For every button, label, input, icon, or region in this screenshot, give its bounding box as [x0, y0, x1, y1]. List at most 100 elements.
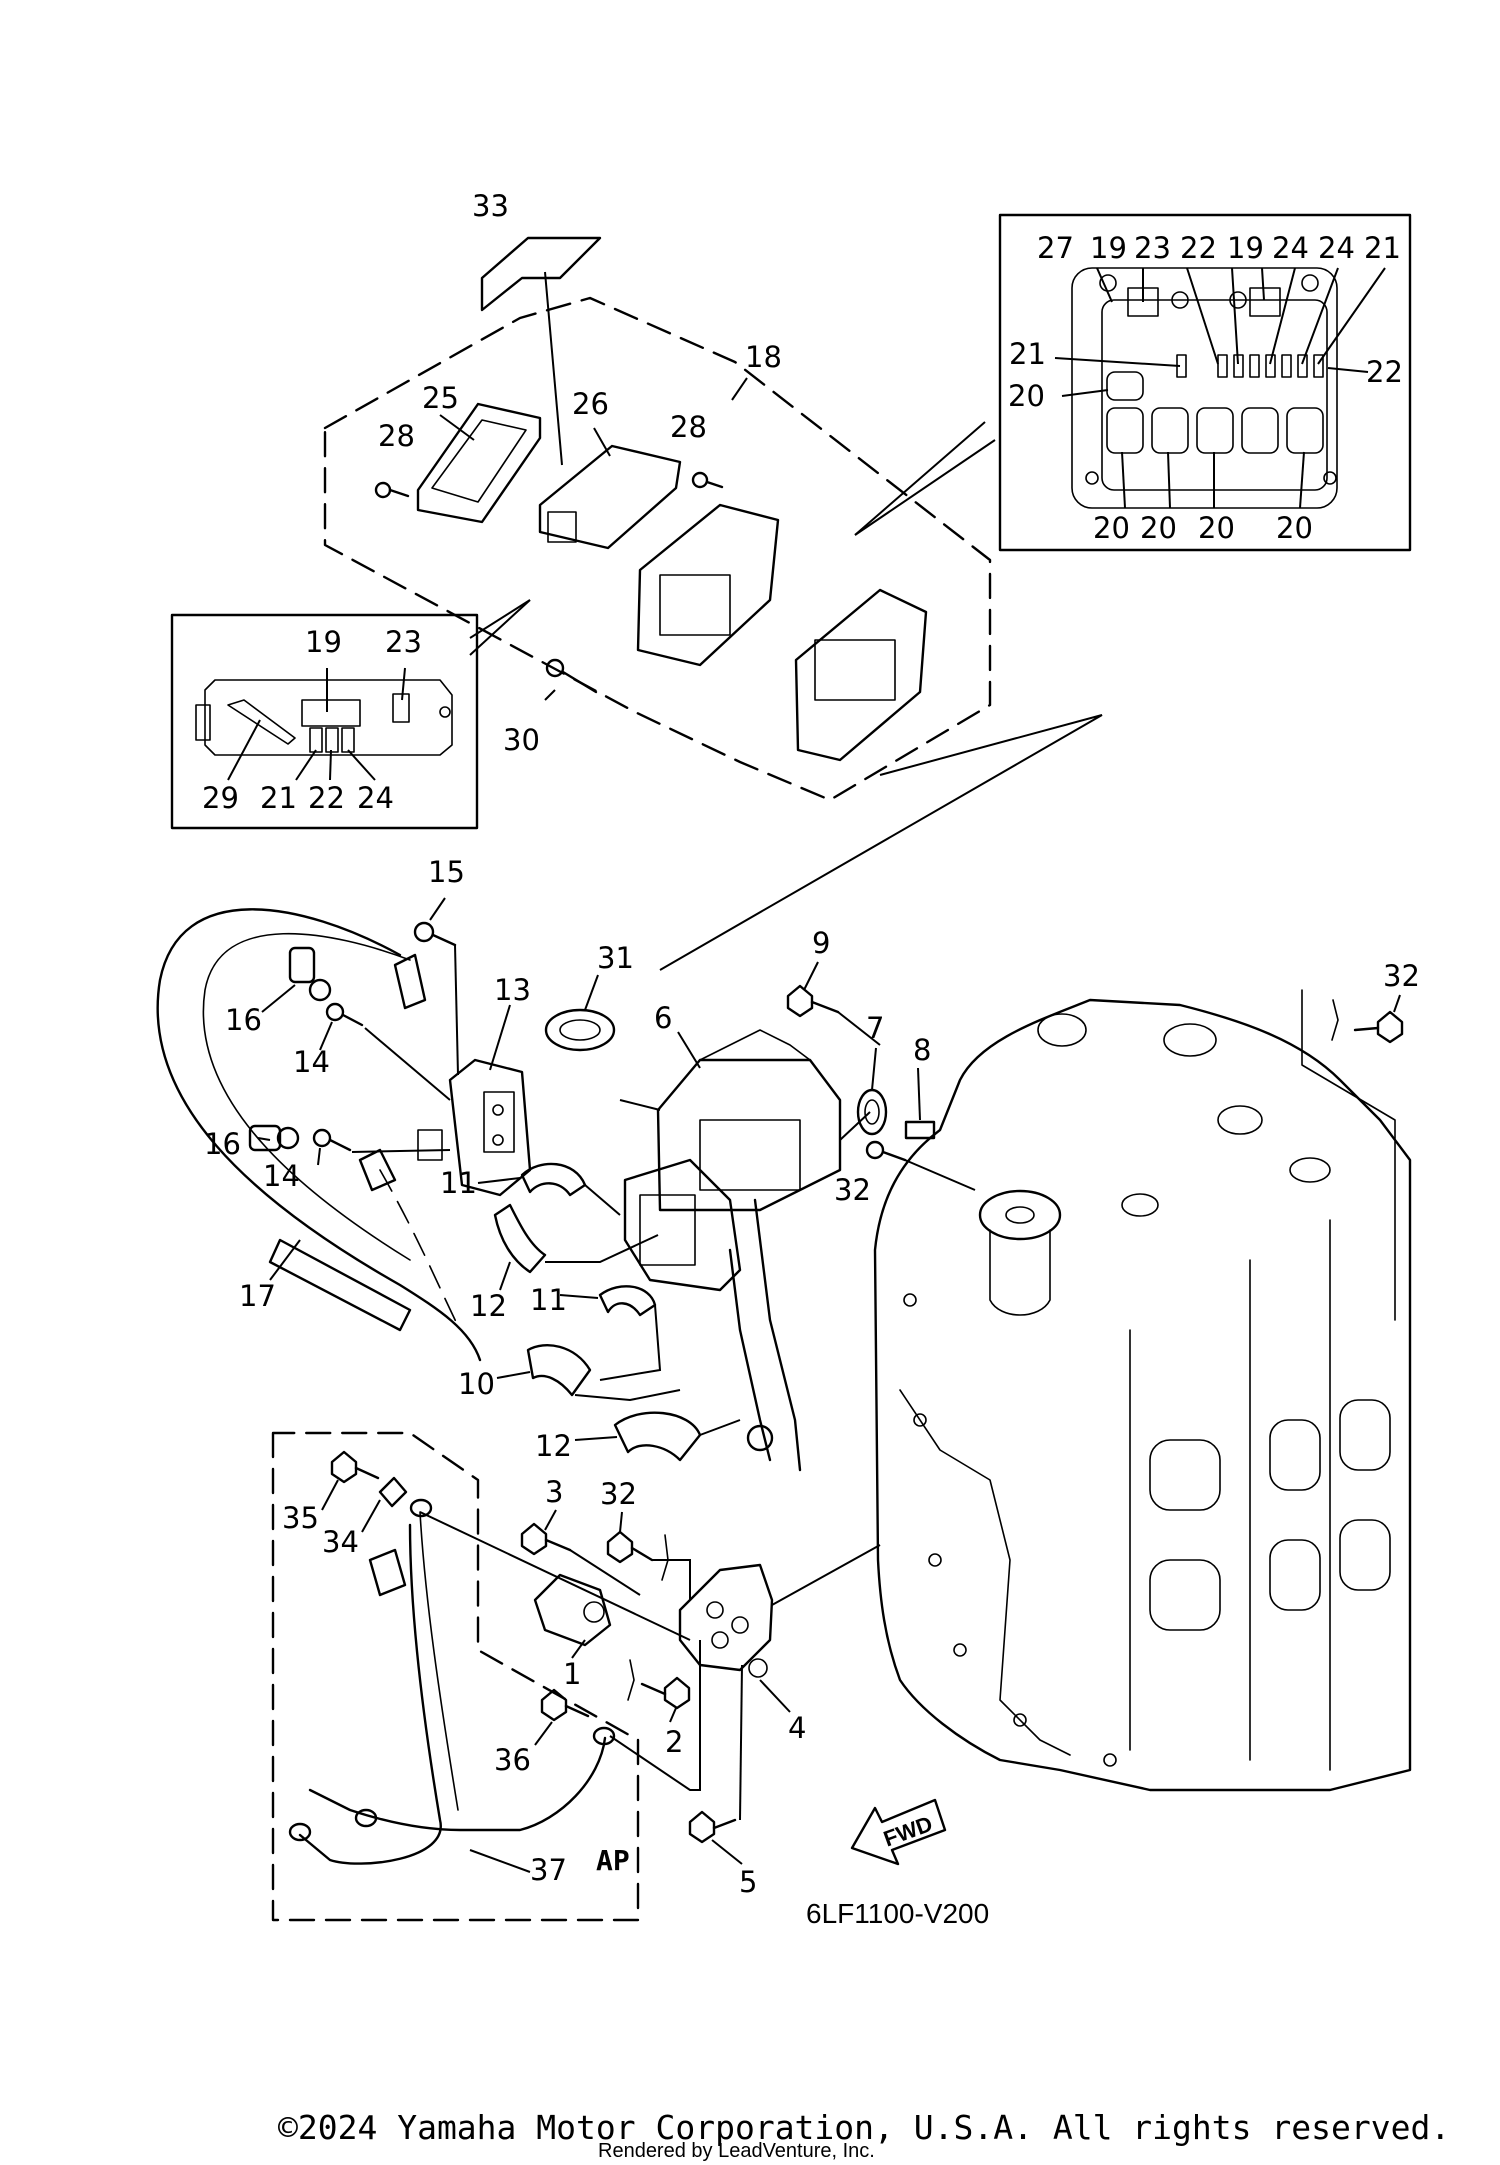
engine-top-bosses: [1037, 1013, 1331, 1217]
callout-14: 14: [293, 1045, 330, 1079]
terminal-b: [354, 1808, 378, 1828]
cover-25: [416, 402, 542, 524]
bolt-5: [688, 1810, 737, 1844]
screw-28-right: [691, 471, 724, 489]
line-coil: [619, 1099, 661, 1111]
callout-11: 11: [440, 1166, 477, 1200]
callout-2: 2: [665, 1725, 683, 1759]
callout-22: 22: [308, 781, 345, 815]
callout-34: 34: [322, 1525, 359, 1559]
callout-24: 24: [1318, 231, 1355, 265]
bolt-3: [520, 1522, 572, 1556]
leader-30: [544, 689, 556, 701]
callout-32: 32: [600, 1477, 637, 1511]
inset-left-housing: [204, 679, 453, 756]
line-bolt14b: [351, 1149, 451, 1153]
clip-mark-upper: [661, 1534, 669, 1581]
cover-25-inner: [431, 419, 527, 503]
inset-left-puller-29: [227, 699, 296, 745]
callout-18: 18: [745, 340, 782, 374]
callout-20: 20: [1198, 511, 1235, 545]
relay-1: [533, 1573, 612, 1647]
line-clamp10: [574, 1389, 681, 1402]
callout-22: 22: [1180, 231, 1217, 265]
callout-24: 24: [357, 781, 394, 815]
leader-18: [731, 377, 748, 401]
callout-21: 21: [1009, 337, 1046, 371]
engine-cylinder-wall: [1129, 1219, 1331, 1771]
clamp-11-upper: [520, 1162, 587, 1197]
line-clamp11a: [584, 1184, 621, 1216]
bolt-32-top-right: [1331, 999, 1404, 1044]
harness-17: [156, 908, 482, 1362]
inset-right-housing: [1071, 267, 1338, 509]
bolt-36: [540, 1688, 590, 1722]
harness-17-sheath: [268, 1238, 412, 1332]
callout-32: 32: [1383, 959, 1420, 993]
callout-26: 26: [572, 387, 609, 421]
callout-1: 1: [563, 1657, 581, 1691]
clamp-10: [526, 1343, 592, 1397]
collar-8: [904, 1120, 936, 1140]
callout-29: 29: [202, 781, 239, 815]
line-clamp11b: [599, 1304, 662, 1381]
callout-7: 7: [866, 1011, 884, 1045]
line-coil-grommet: [839, 1111, 871, 1141]
fuse-box-inset-right: [998, 213, 1412, 552]
line-bolt15: [454, 944, 459, 1076]
callout-23: 23: [385, 625, 422, 659]
line-terminal-c: [609, 1640, 701, 1791]
bolt-32-middle: [865, 1140, 907, 1162]
line-bolt5: [739, 1664, 743, 1821]
inset-relays: [1106, 371, 1324, 454]
bolt-32-lower: [606, 1530, 654, 1564]
relay-box-fuses: [814, 639, 896, 701]
washer-34: [378, 1476, 408, 1508]
bolt-9: [786, 984, 840, 1018]
bolt-14-upper: [325, 1002, 364, 1027]
hose-lower: [358, 1148, 397, 1192]
callout-8: 8: [913, 1033, 931, 1067]
harness-17-dash: [379, 1169, 461, 1331]
bolt-15: [413, 921, 457, 947]
engine-block: FWD: [850, 989, 1412, 1866]
bolt-14-lower: [312, 1128, 352, 1152]
callout-5: 5: [739, 1865, 757, 1899]
callout-28: 28: [378, 419, 415, 453]
drawing-code: 6LF1100-V200: [806, 1898, 990, 1929]
ecm-assembly-group: [323, 236, 1103, 971]
line-bolt3: [569, 1549, 641, 1596]
leader-to-inset-right-2: [854, 421, 986, 536]
callout-3: 3: [545, 1475, 563, 1509]
callout-36: 36: [494, 1743, 531, 1777]
line-bracket-to-engine: [771, 1544, 881, 1606]
line-bolt32-lower: [652, 1559, 691, 1600]
sensor-16-lower: [248, 1124, 300, 1152]
terminal-d: [409, 1498, 433, 1518]
callout-17: 17: [239, 1279, 276, 1313]
leader-32-top-right: [1393, 994, 1401, 1013]
callout-13: 13: [494, 973, 531, 1007]
ecm-dashed-boundary: [323, 296, 992, 802]
engine-bolt-holes: [903, 1293, 1117, 1767]
ground-cable-37-b: [419, 1511, 459, 1811]
engine-ports: [1149, 1399, 1391, 1631]
callout-20: 20: [1140, 511, 1177, 545]
inset-left-frame: [170, 613, 479, 830]
screw-30: [545, 658, 598, 694]
leader-26: [593, 427, 611, 457]
bracket-32-top-right: [1301, 989, 1396, 1321]
cable-boot: [368, 1548, 407, 1597]
ecm-26: [538, 444, 682, 550]
leader-to-inset-left: [469, 599, 531, 639]
ap-leaders: [321, 1479, 553, 1873]
callout-20: 20: [1093, 511, 1130, 545]
copyright-notice: ©2024 Yamaha Motor Corporation, U.S.A. A…: [278, 2108, 1451, 2147]
ecm-bracket: [636, 503, 780, 667]
callout-20: 20: [1008, 379, 1045, 413]
callout-24: 24: [1272, 231, 1309, 265]
callout-12: 12: [470, 1289, 507, 1323]
callout-32: 32: [834, 1173, 871, 1207]
